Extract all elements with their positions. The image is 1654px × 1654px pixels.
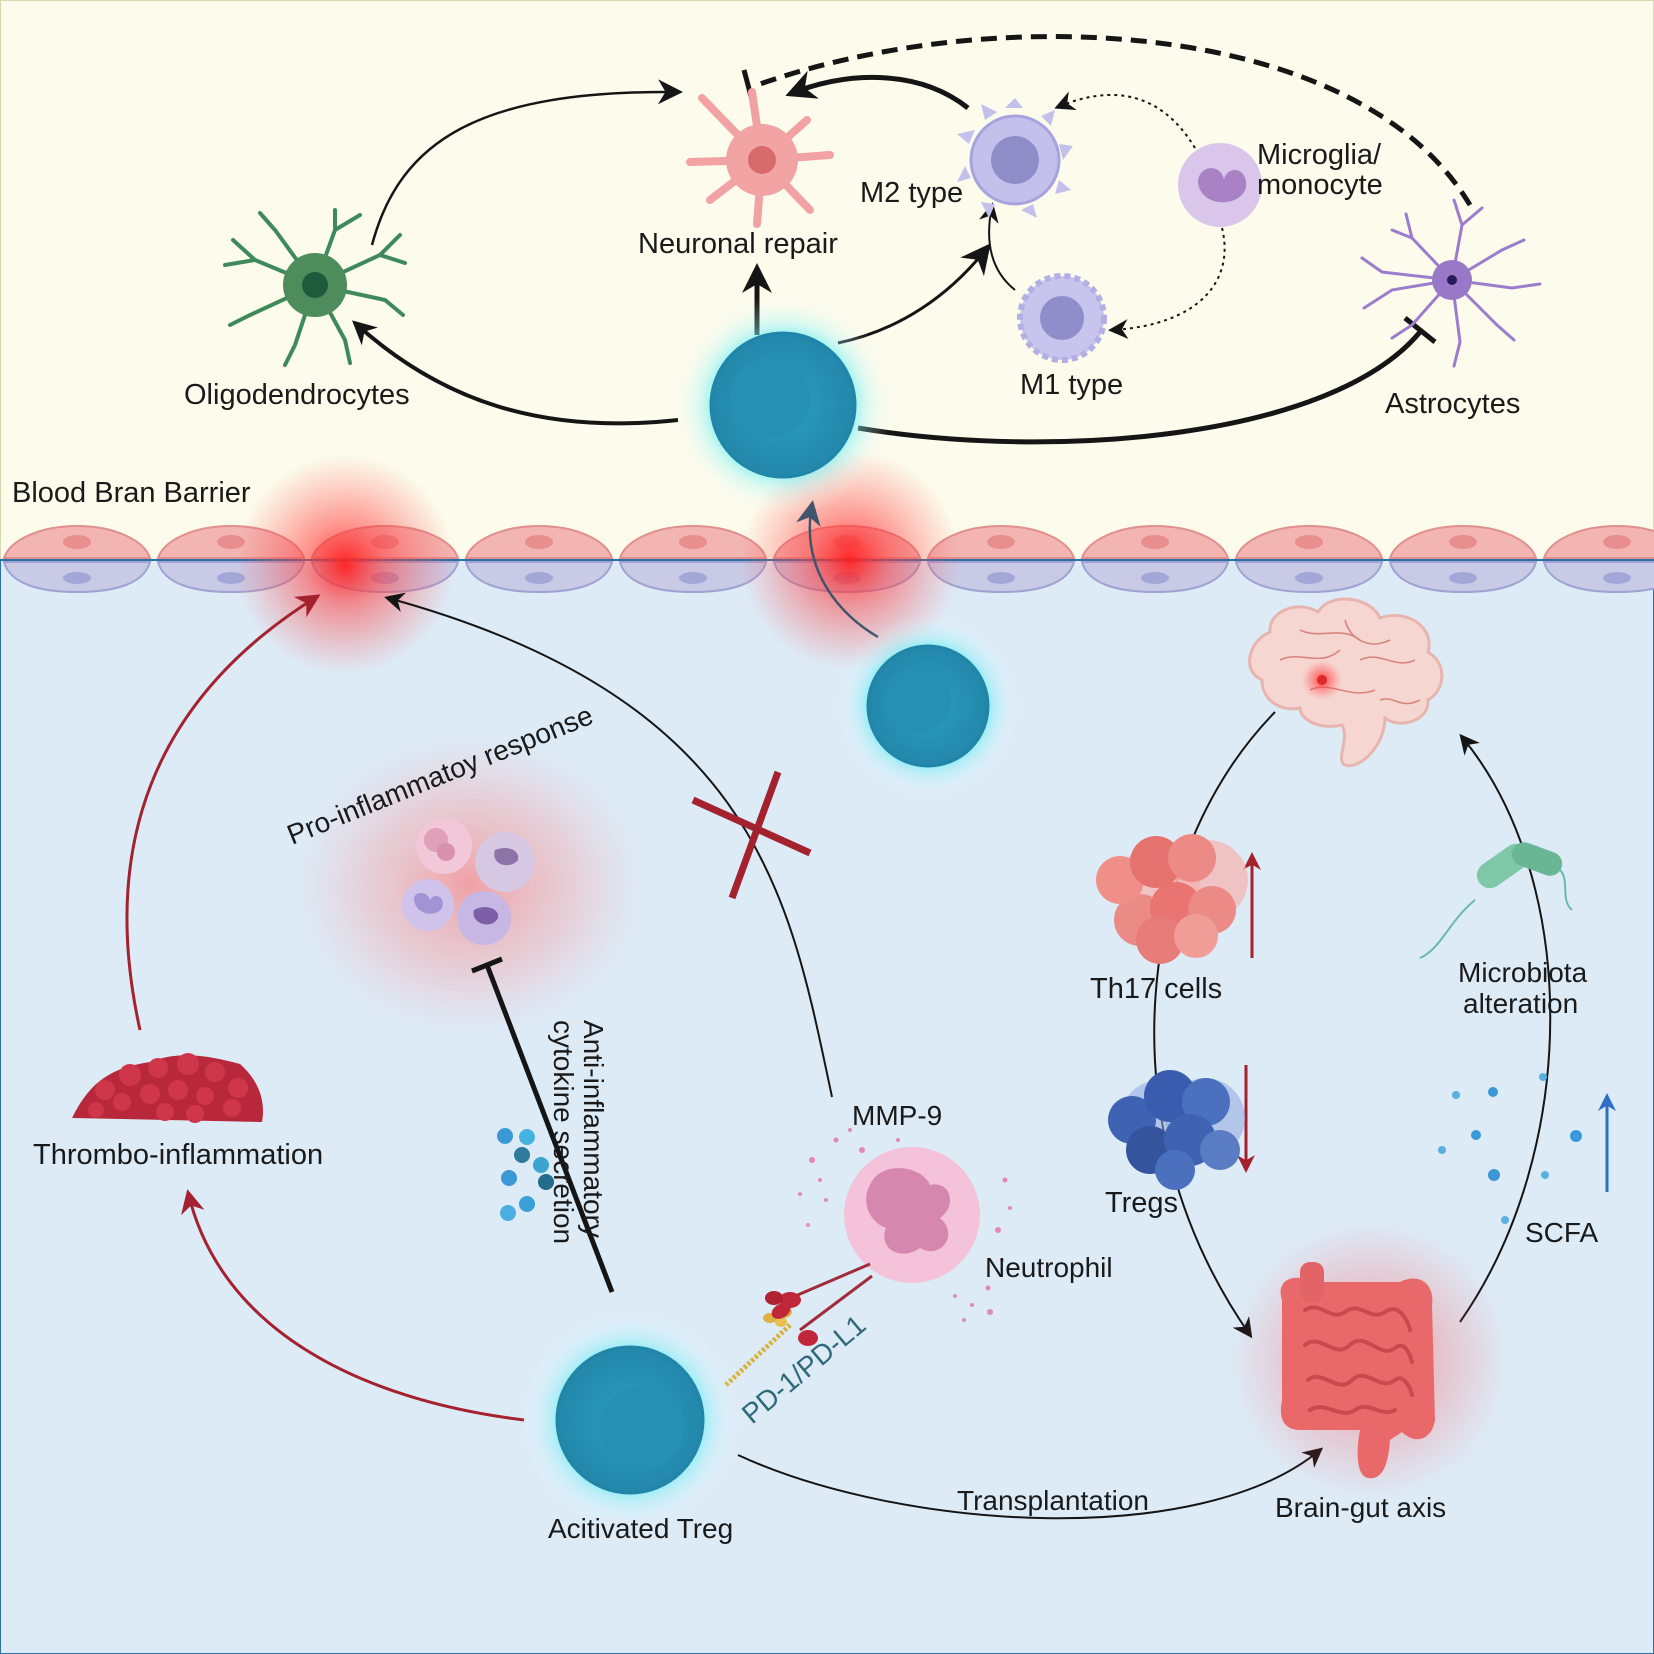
label-thrombo-inflammation: Thrombo-inflammation — [33, 1139, 323, 1171]
endothelial-nucleus — [679, 535, 707, 549]
endothelial-nucleus — [679, 572, 707, 584]
label-anti-inflammatory-line1: Anti-inflammatory — [578, 1020, 609, 1238]
endothelial-nucleus — [1449, 572, 1477, 584]
inhibit-treg-to-astro — [857, 330, 1422, 445]
label-transplantation: Transplantation — [957, 1485, 1149, 1516]
m1-microglia-cell — [1017, 273, 1107, 363]
tregs-cell-cluster — [1108, 1070, 1245, 1190]
pro-inflammatory-glow — [295, 735, 645, 1035]
label-neuronal-repair: Neuronal repair — [638, 228, 838, 260]
label-mmp9: MMP-9 — [852, 1100, 942, 1131]
label-microglia-line2: monocyte — [1257, 169, 1383, 201]
endothelial-nucleus — [1141, 535, 1169, 549]
arrow-gut-to-brain — [1459, 733, 1552, 1323]
endothelial-nucleus — [1603, 535, 1631, 549]
cytokine-particles — [497, 1128, 554, 1221]
label-scfa: SCFA — [1525, 1217, 1598, 1248]
oligodendrocyte-cell — [223, 208, 407, 367]
endothelial-nucleus — [987, 535, 1015, 549]
m2-microglia-cell — [957, 98, 1073, 218]
microglia-monocyte-cell — [1178, 143, 1262, 227]
arrow-thrombo-to-bbb — [125, 594, 321, 1031]
arrow-brain-to-gut — [1153, 711, 1276, 1339]
label-microglia-line1: Microglia/ — [1257, 139, 1382, 171]
label-th17-cells: Th17 cells — [1090, 973, 1222, 1005]
endothelial-nucleus — [63, 535, 91, 549]
barrier-damage-glow-left — [235, 455, 455, 675]
intestine-organ — [1280, 1262, 1435, 1479]
label-m1-type: M1 type — [1020, 369, 1123, 401]
endothelial-nucleus — [1295, 572, 1323, 584]
endothelial-cell-bottom — [1542, 561, 1654, 594]
label-m2-type: M2 type — [860, 177, 963, 209]
neuron-cell — [686, 88, 834, 228]
pro-inflammatory-cells — [402, 818, 535, 945]
arrow-treg-to-oligo — [352, 320, 679, 426]
endothelial-nucleus — [1141, 572, 1169, 584]
arrow-m1-to-m2 — [978, 202, 1016, 291]
endothelial-nucleus — [987, 572, 1015, 584]
arrow-transplantation — [737, 1447, 1324, 1520]
inhibit-bar-proinflammatory — [471, 956, 503, 974]
endothelial-cell-top — [1542, 524, 1654, 559]
label-microbiota-line2: alteration — [1463, 988, 1578, 1019]
label-oligodendrocytes: Oligodendrocytes — [184, 379, 410, 411]
endothelial-nucleus — [1603, 572, 1631, 584]
label-anti-inflammatory-line2: cytokine secretion — [548, 1020, 579, 1244]
arrow-treg-to-thrombo — [181, 1189, 525, 1422]
label-activated-treg: Acitivated Treg — [548, 1513, 733, 1544]
endothelial-nucleus — [525, 572, 553, 584]
endothelial-nucleus — [1449, 535, 1477, 549]
label-neutrophil: Neutrophil — [985, 1252, 1113, 1283]
endothelial-nucleus — [63, 572, 91, 584]
th17-cell-cluster — [1096, 834, 1248, 964]
arrow-m2-to-neuron — [785, 70, 970, 110]
astrocyte-cell — [1360, 198, 1542, 368]
endothelial-nucleus — [525, 535, 553, 549]
label-microbiota-line1: Microbiota — [1458, 957, 1588, 988]
inhibit-bar-astro — [1403, 316, 1437, 344]
label-tregs: Tregs — [1105, 1187, 1178, 1219]
dotted-microglia-to-m2 — [1054, 91, 1196, 149]
brain-organ — [1248, 597, 1444, 768]
treg-migrating-cell — [866, 644, 990, 768]
activated-treg-cell — [555, 1345, 705, 1495]
arrow-mmp9-to-bbb — [384, 592, 833, 1098]
label-brain-gut-axis: Brain-gut axis — [1275, 1492, 1446, 1523]
label-astrocytes: Astrocytes — [1385, 388, 1520, 420]
dashed-inhibit-astro-to-neuron — [759, 34, 1473, 207]
blocked-cross-mark — [691, 770, 812, 900]
neutrophil-cell — [798, 1128, 1012, 1322]
arrow-treg-migration — [796, 500, 879, 639]
inhibit-treg-to-proinflammatory — [484, 964, 615, 1293]
thrombus-clot — [72, 1053, 264, 1123]
treg-brain-cell — [709, 331, 857, 479]
pd1-pdl1-binding — [724, 1262, 873, 1387]
endothelial-nucleus — [1295, 535, 1323, 549]
label-blood-brain-barrier: Blood Bran Barrier — [12, 477, 251, 509]
microbiota-bacteria — [1419, 842, 1573, 959]
arrow-oligo-to-neuron — [370, 79, 683, 246]
scfa-particles — [1438, 1073, 1582, 1224]
